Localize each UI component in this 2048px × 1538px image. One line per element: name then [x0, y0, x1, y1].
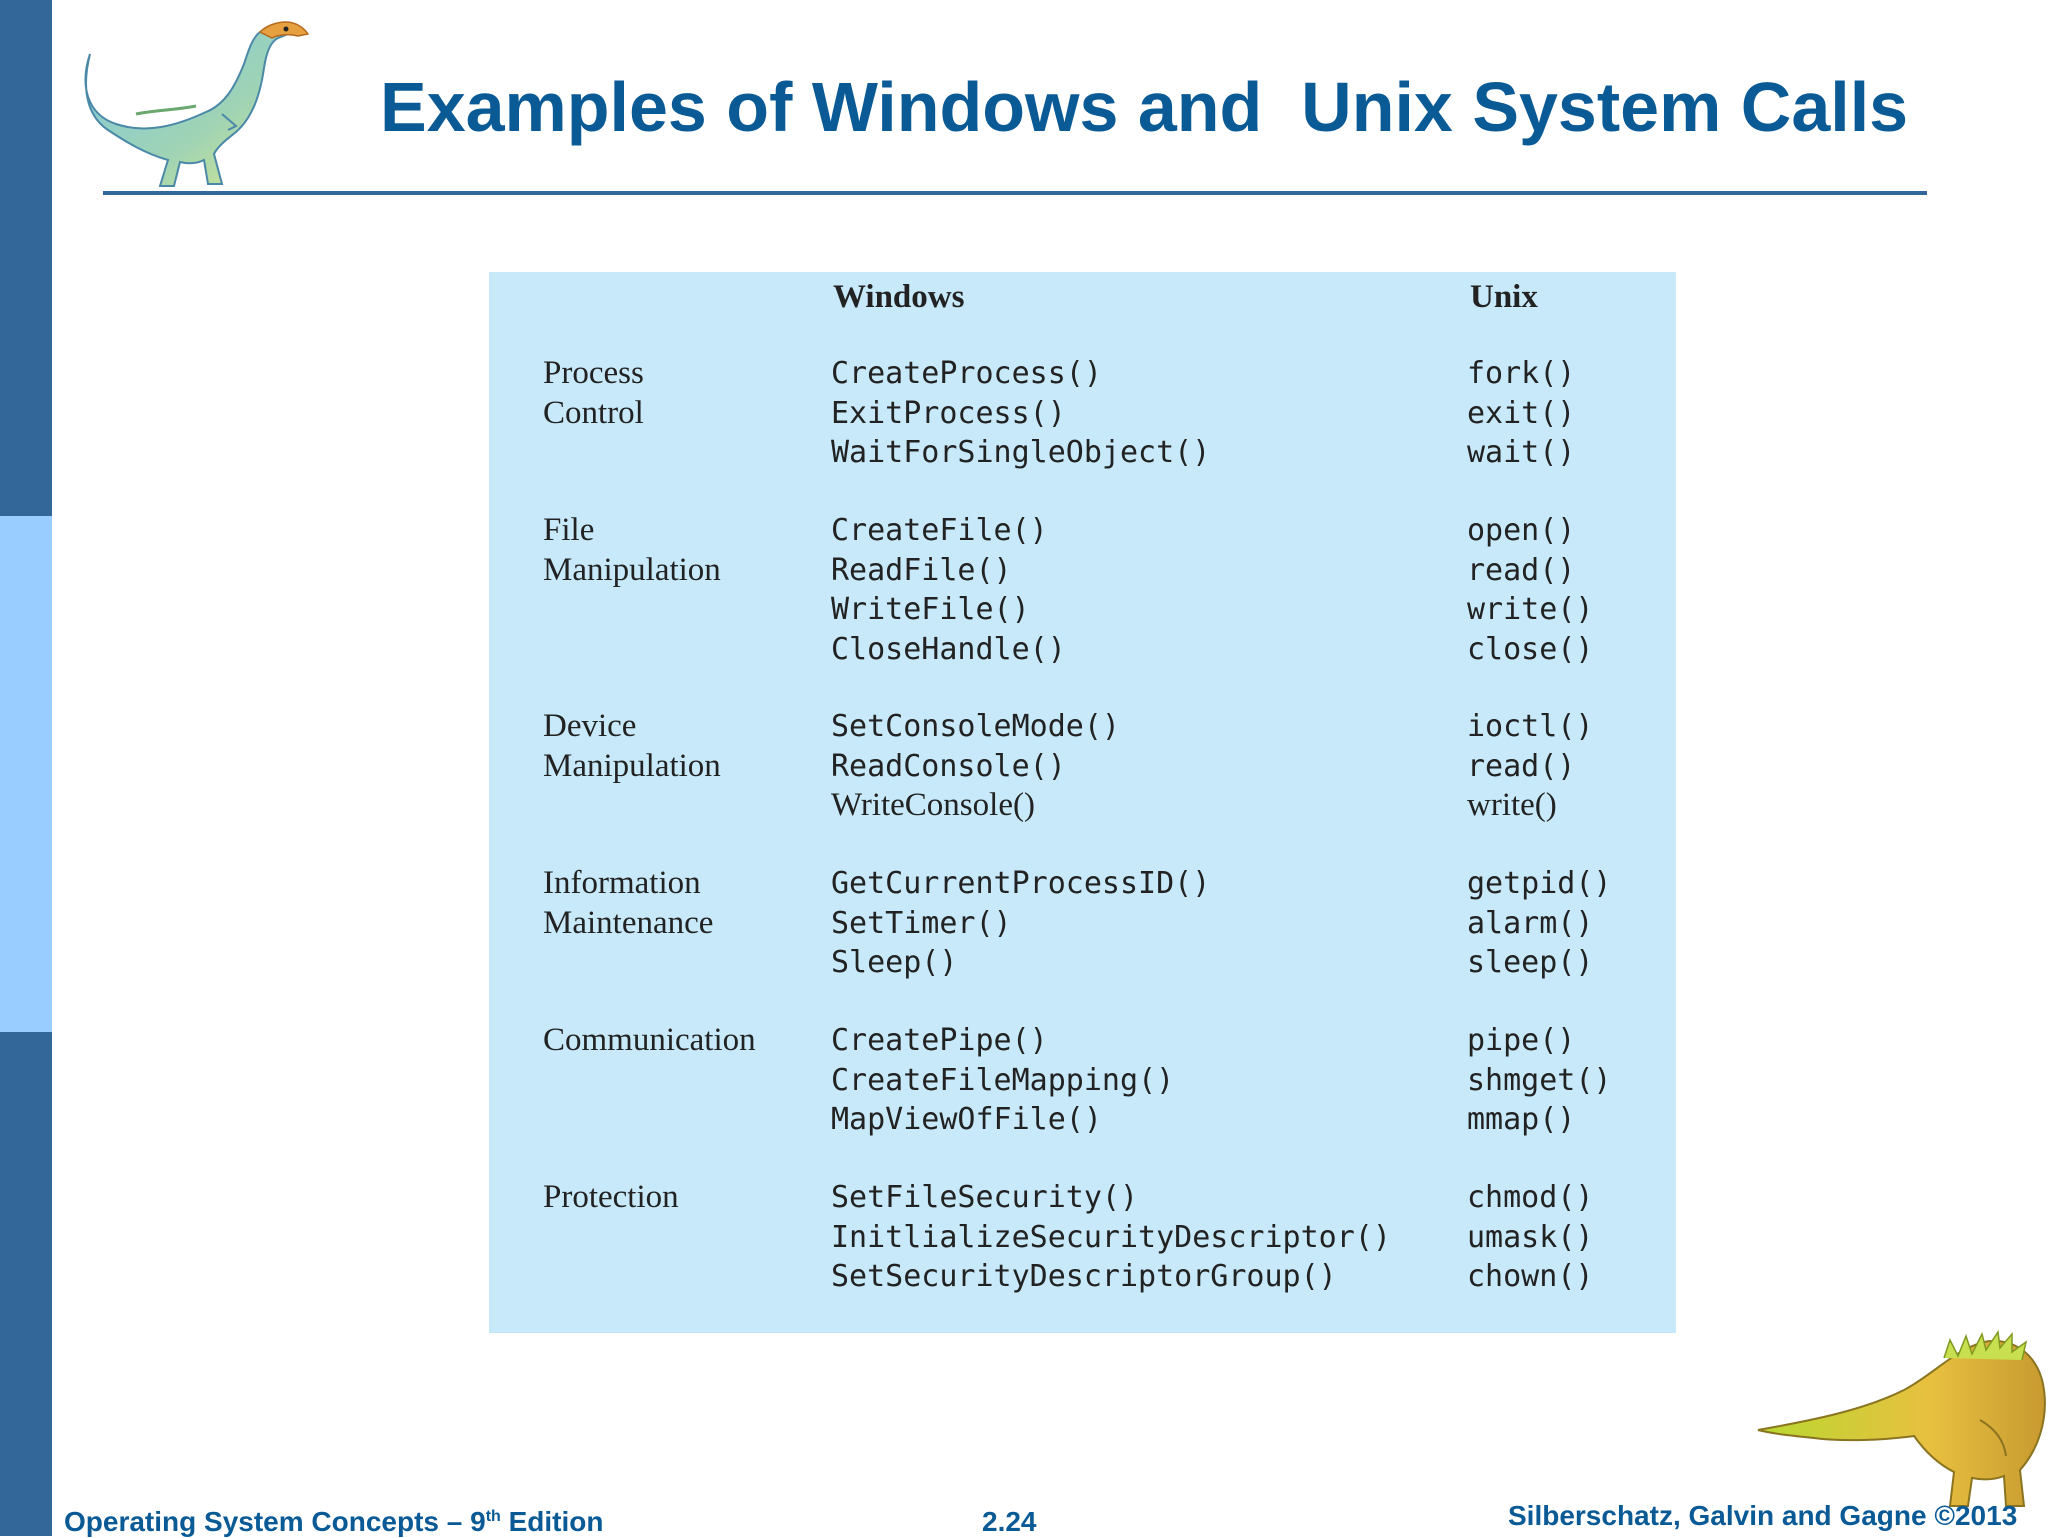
windows-call: CreateFileMapping() — [831, 1062, 1175, 1098]
category-label-line: Maintenance — [543, 904, 714, 941]
category-label-line: Control — [543, 394, 644, 431]
category-label-line: Protection — [543, 1179, 679, 1215]
unix-call: close() — [1467, 631, 1594, 667]
unix-call: pipe() — [1467, 1023, 1576, 1058]
footer-page-number: 2.24 — [982, 1506, 1037, 1537]
windows-call: ReadConsole() — [831, 748, 1066, 784]
unix-call: wait() — [1467, 435, 1576, 470]
unix-call: sleep() — [1467, 945, 1594, 980]
unix-calls-file-manipulation: open() read() write() close() — [1467, 511, 1593, 669]
windows-calls-protection: SetFileSecurity() InitlializeSecurityDes… — [831, 1178, 1391, 1297]
category-label-line: Manipulation — [543, 551, 721, 588]
windows-calls-process-control: CreateProcess() ExitProcess() WaitForSin… — [831, 354, 1210, 473]
slide-sidebar — [0, 0, 52, 1536]
unix-call: ioctl() — [1467, 709, 1594, 744]
sidebar-segment-middle — [0, 516, 52, 1032]
windows-call: MapViewOfFile() — [831, 1102, 1102, 1137]
unix-calls-communication: pipe() shmget() mmap() — [1467, 1021, 1612, 1140]
unix-call: mmap() — [1467, 1102, 1576, 1137]
windows-call: SetTimer() — [831, 905, 1012, 941]
unix-calls-process-control: fork() exit() wait() — [1467, 354, 1575, 473]
windows-call: CreateProcess() — [831, 356, 1102, 391]
footer-book-prefix: Operating System Concepts – 9 — [64, 1506, 486, 1537]
windows-call: ReadFile() — [831, 552, 1012, 588]
windows-call: InitlializeSecurityDescriptor() — [831, 1219, 1391, 1255]
windows-call: WriteConsole() — [831, 787, 1035, 823]
category-label-line: Manipulation — [543, 747, 721, 784]
windows-call: CloseHandle() — [831, 631, 1066, 667]
windows-call: Sleep() — [831, 945, 958, 980]
unix-call: exit() — [1467, 395, 1576, 431]
column-header-windows: Windows — [833, 279, 965, 315]
windows-call: WaitForSingleObject() — [831, 435, 1211, 470]
category-communication: Communication — [543, 1021, 793, 1061]
windows-calls-file-manipulation: CreateFile() ReadFile() WriteFile() Clos… — [831, 511, 1066, 669]
category-information-maintenance: Information Maintenance — [543, 864, 793, 943]
unix-call: write() — [1467, 592, 1594, 627]
unix-call: chmod() — [1467, 1180, 1594, 1215]
category-label-line: Communication — [543, 1022, 756, 1058]
unix-call: umask() — [1467, 1219, 1594, 1255]
category-label-line: Process — [543, 355, 644, 391]
windows-calls-device-manipulation: SetConsoleMode() ReadConsole() WriteCons… — [831, 707, 1120, 826]
windows-calls-communication: CreatePipe() CreateFileMapping() MapView… — [831, 1021, 1174, 1140]
unix-calls-device-manipulation: ioctl() read() write() — [1467, 707, 1593, 826]
category-device-manipulation: Device Manipulation — [543, 707, 793, 786]
windows-call: GetCurrentProcessID() — [831, 866, 1211, 901]
unix-call: write() — [1467, 787, 1557, 823]
sidebar-segment-bottom — [0, 1032, 52, 1536]
footer-book-edition-suffix: th — [485, 1508, 501, 1525]
windows-call: SetConsoleMode() — [831, 709, 1120, 744]
windows-call: WriteFile() — [831, 592, 1030, 627]
category-label-line: Information — [543, 865, 701, 901]
slide-title: Examples of Windows and Unix System Call… — [380, 68, 1909, 146]
unix-call: getpid() — [1467, 866, 1612, 901]
footer-book-title: Operating System Concepts – 9th Edition — [64, 1506, 603, 1538]
category-label-line: Device — [543, 708, 637, 744]
windows-call: CreateFile() — [831, 513, 1048, 548]
unix-call: chown() — [1467, 1259, 1594, 1294]
unix-call: open() — [1467, 513, 1576, 548]
windows-calls-information-maintenance: GetCurrentProcessID() SetTimer() Sleep() — [831, 864, 1210, 983]
category-label-line: File — [543, 512, 595, 548]
unix-call: read() — [1467, 748, 1576, 784]
windows-call: SetSecurityDescriptorGroup() — [831, 1259, 1337, 1294]
footer-copyright: Silberschatz, Galvin and Gagne ©2013 — [1508, 1500, 2018, 1531]
category-process-control: Process Control — [543, 354, 793, 433]
column-header-unix: Unix — [1470, 279, 1538, 315]
category-protection: Protection — [543, 1178, 793, 1218]
sidebar-segment-top — [0, 0, 52, 516]
unix-calls-information-maintenance: getpid() alarm() sleep() — [1467, 864, 1612, 983]
category-file-manipulation: File Manipulation — [543, 511, 793, 590]
unix-call: alarm() — [1467, 905, 1594, 941]
unix-calls-protection: chmod() umask() chown() — [1467, 1178, 1593, 1297]
windows-call: SetFileSecurity() — [831, 1180, 1139, 1215]
unix-call: read() — [1467, 552, 1576, 588]
dinosaur-logo-icon — [84, 21, 310, 187]
windows-call: CreatePipe() — [831, 1023, 1048, 1058]
unix-call: fork() — [1467, 356, 1576, 391]
unix-call: shmget() — [1467, 1062, 1612, 1098]
title-divider — [103, 191, 1927, 195]
footer-book-suffix: Edition — [500, 1506, 604, 1537]
system-calls-table: Windows Unix Process Control CreateProce… — [489, 272, 1676, 1333]
windows-call: ExitProcess() — [831, 395, 1066, 431]
dinosaur-logo-icon — [1757, 1329, 2046, 1507]
